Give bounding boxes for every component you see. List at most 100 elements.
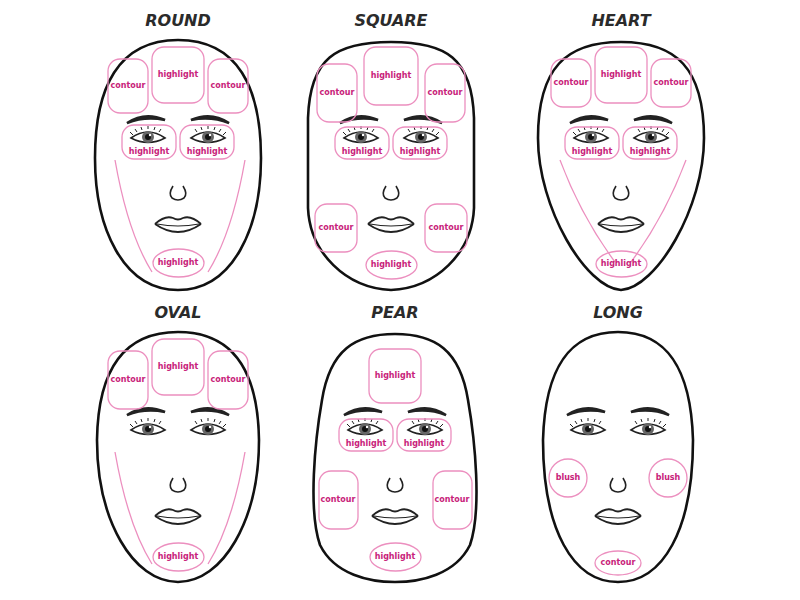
zone-label: highlight: [630, 147, 671, 157]
zone-outline-rect: [565, 127, 619, 159]
face-heading: SQUARE: [286, 11, 496, 30]
face-features: [344, 408, 446, 524]
face-zone: highlight: [564, 126, 620, 160]
face-zone: highlight: [152, 248, 205, 278]
face-zone: highlight: [396, 418, 452, 452]
zone-outline-ellipse: [549, 459, 587, 497]
face-outline-path: [308, 42, 474, 290]
face-outline-path: [97, 332, 259, 582]
zone-outline-rect: [122, 125, 176, 159]
face-zone: highlight: [363, 46, 419, 106]
zone-label: highlight: [371, 71, 412, 81]
zone-label: highlight: [158, 362, 199, 372]
face-outline-path: [95, 40, 261, 290]
zone-outline-rect: [393, 127, 447, 159]
zone-label: blush: [556, 473, 581, 483]
face-zone: highlight: [334, 126, 390, 160]
zone-label: contour: [111, 81, 146, 91]
cheek-contour-line: [208, 452, 245, 564]
zone-outline-rect: [551, 59, 591, 107]
face-outline-path: [314, 334, 477, 582]
face-outline: [310, 330, 480, 585]
zone-outline-rect: [319, 471, 358, 529]
zone-outline-rect: [623, 127, 677, 159]
zone-label: highlight: [400, 147, 441, 157]
cheek-contour-lines: [115, 160, 686, 564]
zone-label: highlight: [371, 260, 412, 270]
zone-outline-rect: [335, 127, 389, 159]
face-heading: ROUND: [73, 11, 283, 30]
cheek-contour-line: [631, 160, 686, 262]
zone-outline-rect: [433, 471, 472, 529]
face-zone: highlight: [151, 338, 205, 396]
face-zone: highlight: [369, 542, 422, 572]
zone-outline-rect: [364, 47, 418, 105]
zone-outline-rect: [180, 125, 234, 159]
face-zone: contour: [107, 350, 149, 410]
zone-label: highlight: [404, 439, 445, 449]
face-zone: contour: [650, 58, 692, 108]
face-zone: highlight: [368, 348, 422, 404]
zone-label: highlight: [158, 70, 199, 80]
zone-outline-rect: [339, 419, 393, 451]
face-zone: contour: [424, 63, 466, 123]
face-zone: contour: [550, 58, 592, 108]
cheek-contour-line: [560, 160, 615, 262]
face-heading: OVAL: [73, 303, 283, 322]
zone-outline-rect: [425, 204, 467, 252]
face-shape: PEARhighlighthighlighthighlightcontourco…: [310, 330, 480, 585]
zone-label: highlight: [129, 147, 170, 157]
zone-label: contour: [601, 558, 636, 568]
face-zone: contour: [314, 203, 358, 253]
face-features: [340, 116, 442, 232]
face-zone: contour: [207, 350, 249, 410]
face-heading: LONG: [513, 303, 723, 322]
face-zone: contour: [318, 470, 359, 530]
face-features: [127, 116, 229, 232]
zone-outline-rect: [315, 204, 357, 252]
zone-outline-rect: [317, 64, 357, 122]
face-heading: PEAR: [290, 303, 500, 322]
cheek-contour-line: [208, 160, 245, 272]
zone-outline-rect: [108, 59, 148, 113]
zone-label: highlight: [158, 258, 199, 268]
zone-outline-rect: [208, 351, 248, 409]
zone-outline-ellipse: [366, 251, 417, 279]
face-outline: [533, 330, 703, 585]
zone-label: highlight: [346, 439, 387, 449]
face-zone: highlight: [595, 250, 648, 278]
cheek-contour-line: [115, 452, 152, 564]
zone-label: contour: [319, 223, 354, 233]
zone-outline-rect: [208, 59, 248, 113]
zone-label: highlight: [375, 552, 416, 562]
face-zone: contour: [316, 63, 358, 123]
zone-label: highlight: [187, 147, 228, 157]
face-zone: contour: [594, 550, 642, 576]
zone-outline-rect: [152, 47, 204, 103]
zone-outline-rect: [425, 64, 465, 122]
face-zone: contour: [424, 203, 468, 253]
zone-outline-ellipse: [595, 551, 641, 575]
zone-outline-ellipse: [596, 251, 647, 277]
face-shape: ROUNDcontourhighlightcontourhighlighthig…: [93, 38, 263, 293]
face-zone: highlight: [179, 124, 235, 160]
zone-label: contour: [321, 495, 356, 505]
face-shape: LONGblushblushcontour: [533, 330, 703, 585]
face-zone: blush: [648, 458, 688, 498]
zone-outline-rect: [651, 59, 691, 107]
zone-label: contour: [211, 81, 246, 91]
face-zone: highlight: [151, 46, 205, 104]
face-zone: contour: [207, 58, 249, 114]
face-zone: highlight: [121, 124, 177, 160]
face-features: [127, 408, 229, 524]
face-zone: highlight: [338, 418, 394, 452]
zone-outline-rect: [152, 339, 204, 395]
face-outline-path: [538, 42, 704, 290]
zone-label: highlight: [601, 259, 642, 269]
zone-label: highlight: [342, 147, 383, 157]
face-zone: contour: [107, 58, 149, 114]
face-zone: highlight: [594, 46, 648, 104]
zone-outline-rect: [369, 349, 421, 403]
zone-label: contour: [554, 78, 589, 88]
